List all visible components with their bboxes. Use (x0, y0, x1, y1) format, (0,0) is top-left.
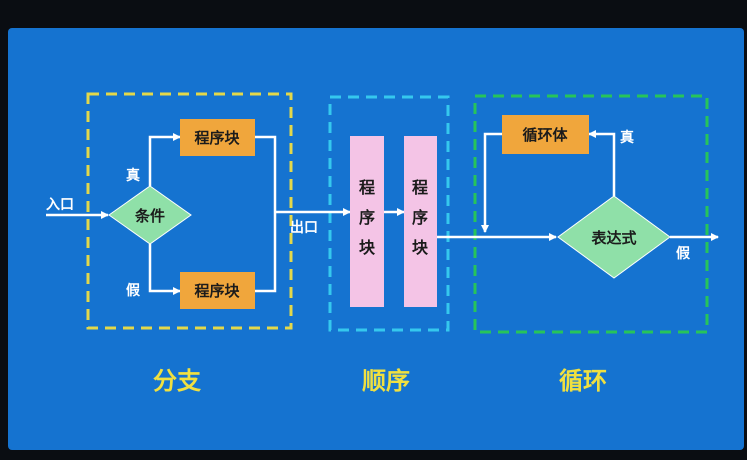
loop-body-block (502, 115, 589, 154)
program-block-bottom (180, 272, 255, 309)
program-block-top (180, 119, 255, 156)
sequence-group-frame (328, 95, 450, 332)
loop-back-arrow (481, 132, 502, 233)
expression-label: 表达式 (591, 229, 636, 247)
loop-body-label: 循环体 (522, 126, 568, 144)
expression-decision (557, 195, 671, 279)
branch-group-frame (86, 92, 293, 330)
loop-group-frame (473, 94, 709, 334)
bottom-block-exit-line (255, 212, 277, 293)
condition-label: 条件 (134, 207, 165, 225)
branch-section-label: 分支 (153, 367, 202, 395)
false-path-arrow (148, 244, 181, 295)
sequence-block-2 (404, 136, 437, 307)
branch-connectors (46, 130, 719, 295)
sequence-block-1 (350, 136, 384, 307)
branch-false-label: 假 (126, 282, 141, 299)
entry-label: 入口 (46, 197, 74, 213)
program-block-top-label: 程序块 (194, 129, 240, 147)
loop-section-label: 循环 (559, 367, 607, 395)
top-block-exit-line (255, 135, 277, 212)
loop-true-label: 真 (620, 129, 634, 146)
sequence-block-1-label: 程序块 (359, 178, 376, 257)
sequence-section-label: 顺序 (362, 367, 410, 395)
true-path-arrow (148, 133, 181, 186)
program-block-bottom-label: 程序块 (194, 282, 240, 300)
condition-decision (108, 185, 192, 245)
exit-label: 出口 (290, 219, 318, 236)
loop-true-arrow (588, 130, 616, 196)
sequence-block-2-label: 程序块 (412, 178, 429, 257)
branch-true-label: 真 (126, 167, 140, 184)
loop-false-label: 假 (676, 245, 691, 262)
